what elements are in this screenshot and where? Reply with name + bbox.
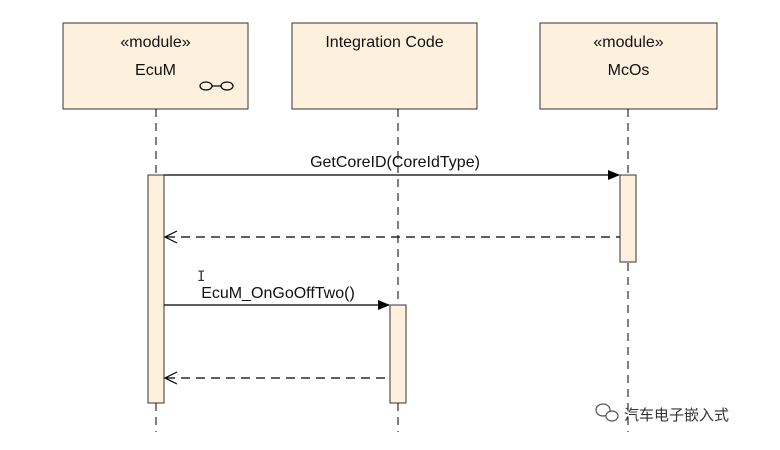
- open-arrowhead-icon: [163, 371, 178, 385]
- message-getcoreid: GetCoreID(CoreIdType): [164, 154, 620, 180]
- message-return-getcoreid: [163, 230, 620, 244]
- participant-box-ecum: [62, 22, 249, 110]
- participant-stereotype: «module»: [120, 34, 190, 51]
- participant-name: McOs: [608, 62, 650, 79]
- participant-name: Integration Code: [325, 34, 443, 51]
- activation-bar: [389, 304, 407, 404]
- watermark: 汽车电子嵌入式: [595, 403, 729, 424]
- lifeline-ecum: «module» EcuM: [62, 22, 249, 432]
- message-label: EcuM_OnGoOffTwo(): [201, 285, 355, 302]
- activation-bar: [619, 174, 637, 263]
- lifeline-mcos: «module» McOs: [539, 22, 718, 432]
- message-return-ongooofftwo: [163, 371, 390, 385]
- subsystem-icon: [199, 81, 234, 91]
- lifeline-integration-code: Integration Code: [291, 22, 478, 432]
- participant-name: EcuM: [135, 62, 176, 79]
- participant-box-mcos: [539, 22, 718, 110]
- message-label: GetCoreID(CoreIdType): [310, 154, 480, 171]
- participant-box-integration-code: [291, 22, 478, 110]
- activation-bar: [147, 174, 165, 404]
- participant-stereotype: «module»: [593, 34, 663, 51]
- message-ecum-ongooofftwo: EcuM_OnGoOffTwo(): [164, 285, 390, 310]
- text-cursor-icon: I: [197, 269, 205, 285]
- open-arrowhead-icon: [163, 230, 178, 244]
- watermark-text: 汽车电子嵌入式: [624, 406, 729, 424]
- wechat-icon: [595, 403, 619, 422]
